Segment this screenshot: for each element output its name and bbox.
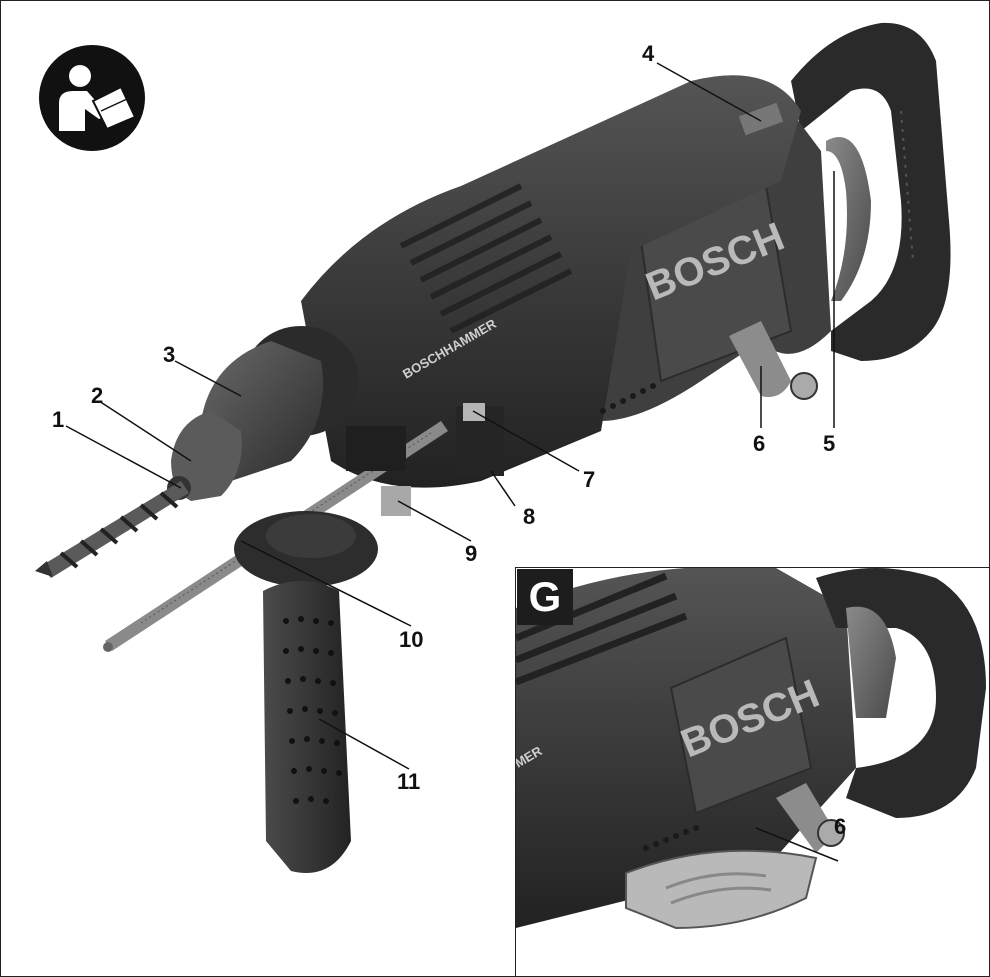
callout-5: 5 — [823, 431, 836, 456]
auxiliary-handle — [234, 426, 411, 873]
rear-handle — [791, 22, 951, 362]
callout-6: 6 — [753, 431, 766, 456]
callout-4: 4 — [642, 41, 655, 66]
callout-7: 7 — [583, 467, 596, 492]
mode-selector — [456, 403, 504, 476]
callout-11: 11 — [397, 769, 421, 794]
callout-2: 2 — [91, 383, 104, 408]
inset-illustration: BOSCH MER — [516, 568, 986, 930]
callout-8: 8 — [523, 504, 536, 529]
callout-1: 1 — [52, 407, 65, 432]
inset-label-g: G — [517, 569, 573, 625]
callout-3: 3 — [163, 342, 176, 367]
callout-9: 9 — [465, 541, 478, 566]
inset-figure-g: BOSCH MER 6 — [515, 567, 989, 976]
read-manual-icon — [39, 45, 145, 151]
inset-callout-6: 6 — [834, 814, 847, 839]
depth-stop-lever — [729, 321, 818, 400]
callout-10: 10 — [399, 627, 424, 652]
drill-bit — [35, 481, 189, 578]
tool-holder — [167, 326, 359, 501]
callout-leaders — [65, 62, 835, 770]
hammer-main-body — [301, 75, 801, 488]
